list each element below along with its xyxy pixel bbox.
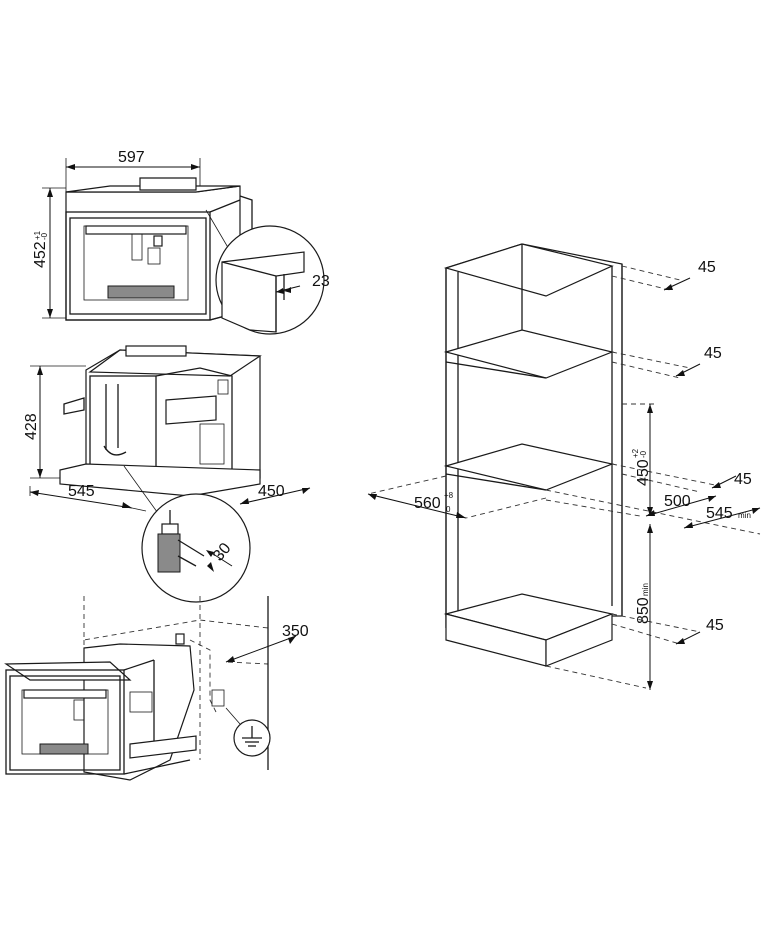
dim-450-tol-upper: +2	[631, 448, 640, 458]
dim-850-min-label: min	[641, 583, 650, 596]
dim-450-tol-lower: -0	[639, 450, 648, 458]
dim-45-a-label: 45	[698, 259, 716, 276]
dim-45-c-label: 45	[734, 471, 752, 488]
dim-452-tol-lower: -0	[40, 232, 49, 240]
dim-452-tol-upper: +1	[33, 230, 42, 240]
dim-560-tol-lower: 0	[446, 505, 451, 514]
dim-428-label: 428	[23, 413, 40, 440]
view-tall-cabinet: 45 45 450 +2 -0 560 +8 0 45 500 545 min	[367, 243, 761, 690]
dim-850-label: 850	[635, 597, 652, 624]
dim-45-b-label: 45	[704, 345, 722, 362]
dim-545-b-label: 545	[706, 505, 733, 522]
dim-560-tol-upper: +8	[444, 491, 454, 500]
dim-450-opening-label: 450	[635, 459, 652, 486]
dim-545-min-label: min	[738, 511, 751, 520]
dim-450-label: 450	[258, 483, 285, 500]
dim-350-label: 350	[282, 623, 309, 640]
dim-545-label: 545	[68, 483, 95, 500]
dim-560-label: 560	[414, 495, 441, 512]
dim-597-label: 597	[118, 149, 145, 166]
dim-500-label: 500	[664, 493, 691, 510]
view-front-appliance: 597 452 +1 -0 23	[32, 149, 330, 335]
dim-452-label: 452	[32, 241, 49, 268]
dim-45-d-label: 45	[706, 617, 724, 634]
dim-23-label: 23	[312, 273, 330, 290]
view-cabinet-installation: 350	[4, 596, 309, 781]
view-side-appliance: 428 545 450 30	[23, 345, 311, 603]
